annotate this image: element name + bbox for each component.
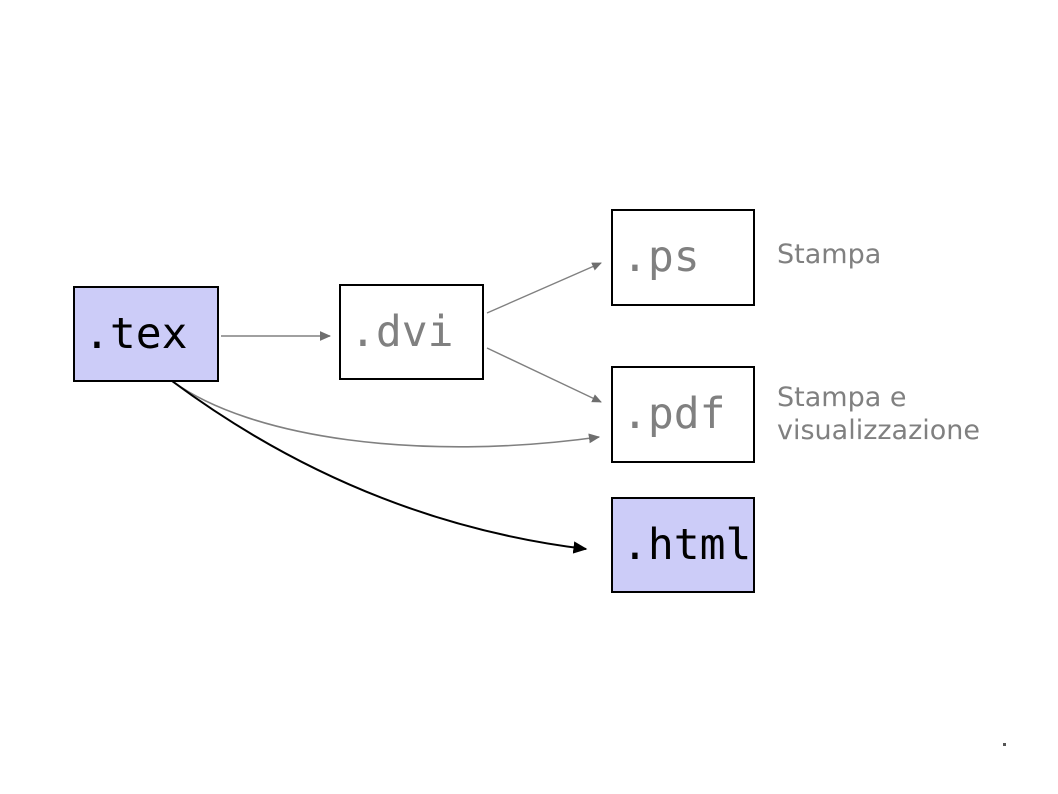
node-dvi-label: .dvi	[350, 306, 454, 357]
node-html-label: .html	[622, 519, 752, 570]
node-pdf[interactable]: .pdf	[611, 366, 755, 463]
caption-pdf: Stampa e visualizzazione	[777, 382, 981, 446]
node-tex-label: .tex	[84, 308, 188, 359]
node-ps[interactable]: .ps	[611, 209, 755, 306]
node-ps-label: .ps	[622, 232, 700, 282]
edge-tex-to-html	[171, 380, 588, 554]
edge-tex-to-pdf	[171, 380, 601, 448]
corner-dot-marker	[1003, 743, 1006, 746]
node-html[interactable]: .html	[611, 497, 755, 593]
node-tex[interactable]: .tex	[73, 286, 219, 382]
node-pdf-label: .pdf	[622, 389, 726, 439]
edge-dvi-to-pdf	[486, 347, 602, 403]
edge-dvi-to-ps	[486, 262, 602, 314]
caption-ps: Stampa	[777, 239, 882, 270]
node-dvi[interactable]: .dvi	[339, 284, 484, 380]
